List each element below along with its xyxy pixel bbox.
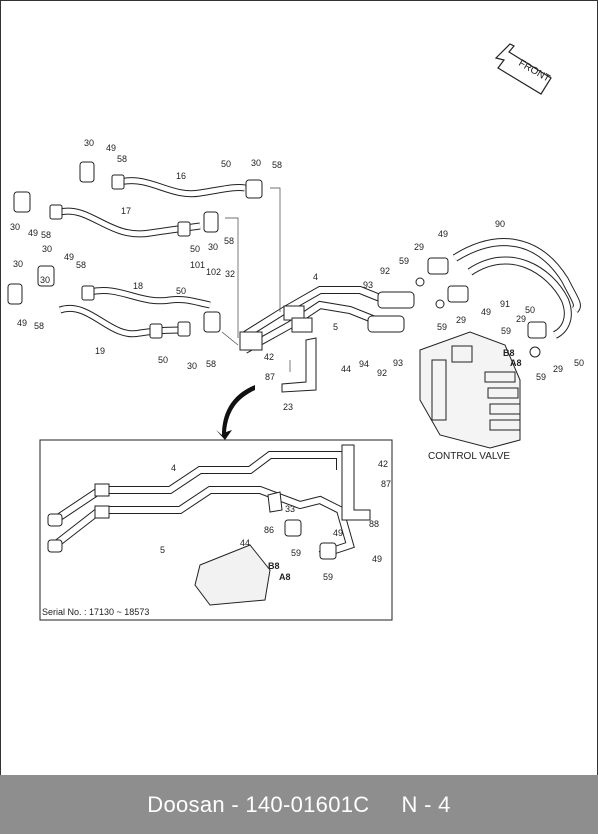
footer-bar: Doosan - 140-01601C N - 4 <box>0 775 598 834</box>
callout-5b: 5 <box>160 545 165 555</box>
callout-29b: 29 <box>456 315 466 325</box>
inset-pipes <box>52 451 355 559</box>
callout-90: 90 <box>495 219 505 229</box>
main-pipes-4-5 <box>242 286 387 354</box>
callout-87a: 87 <box>265 372 275 382</box>
callout-17: 17 <box>121 206 131 216</box>
callout-58e: 58 <box>76 260 86 270</box>
upper-hoses <box>58 177 246 338</box>
serial-number: Serial No. : 17130 ~ 18573 <box>42 607 149 617</box>
callout-49e: 49 <box>438 229 448 239</box>
callout-19: 19 <box>95 346 105 356</box>
callout-30b: 30 <box>251 158 261 168</box>
callout-59a: 59 <box>399 256 409 266</box>
callout-49d: 49 <box>17 318 27 328</box>
inset-parts <box>47 444 371 606</box>
callout-32: 32 <box>225 269 235 279</box>
callout-33: 33 <box>285 504 295 514</box>
control-valve-drawing <box>419 331 521 449</box>
callout-16: 16 <box>176 171 186 181</box>
callout-58g: 58 <box>206 359 216 369</box>
callout-18: 18 <box>133 281 143 291</box>
callout-A8a: A8 <box>510 358 522 368</box>
callout-92a: 92 <box>380 266 390 276</box>
callout-93a: 93 <box>363 280 373 290</box>
hydraulic-piping-diagram: FRONT <box>7 43 584 621</box>
flange-clamps <box>7 161 263 339</box>
callout-44b: 44 <box>240 538 250 548</box>
callout-42a: 42 <box>264 352 274 362</box>
callout-30f: 30 <box>42 244 52 254</box>
callout-59b: 59 <box>437 322 447 332</box>
control-valve-label: CONTROL VALVE <box>428 451 510 462</box>
leader-lines <box>221 187 291 372</box>
callout-44a: 44 <box>341 364 351 374</box>
callout-49g: 49 <box>333 528 343 538</box>
callout-59c: 59 <box>501 326 511 336</box>
callout-B8b: B8 <box>268 561 280 571</box>
callout-30g: 30 <box>40 275 50 285</box>
front-direction-arrow: FRONT <box>494 43 552 95</box>
hoses-90-91 <box>452 238 581 339</box>
callout-29c: 29 <box>516 314 526 324</box>
bracket-23 <box>281 337 317 393</box>
callout-58a: 58 <box>117 154 127 164</box>
callout-59f: 59 <box>323 572 333 582</box>
callout-4b: 4 <box>171 463 176 473</box>
callout-30c: 30 <box>10 222 20 232</box>
detail-arrow <box>216 385 255 440</box>
callout-30d: 30 <box>208 242 218 252</box>
callout-50e: 50 <box>525 305 535 315</box>
callout-50c: 50 <box>176 286 186 296</box>
callout-29a: 29 <box>414 242 424 252</box>
callout-91: 91 <box>500 299 510 309</box>
callout-50f: 50 <box>574 358 584 368</box>
callout-23: 23 <box>283 402 293 412</box>
callout-30h: 30 <box>187 361 197 371</box>
callout-87b: 87 <box>381 479 391 489</box>
callout-50b: 50 <box>190 244 200 254</box>
callout-4a: 4 <box>313 272 318 282</box>
callout-49a: 49 <box>106 143 116 153</box>
callout-86: 86 <box>264 525 274 535</box>
callout-42b: 42 <box>378 459 388 469</box>
callout-49f: 49 <box>481 307 491 317</box>
callout-29d: 29 <box>553 364 563 374</box>
callout-58f: 58 <box>34 321 44 331</box>
callout-B8a: B8 <box>503 348 515 358</box>
callout-101: 101 <box>190 260 205 270</box>
callout-5a: 5 <box>333 322 338 332</box>
callout-93b: 93 <box>393 358 403 368</box>
callout-50a: 50 <box>221 159 231 169</box>
footer-part-number: 140-01601C <box>245 791 370 817</box>
footer-page: N - 4 <box>401 791 451 817</box>
inset-detail-box <box>39 439 393 621</box>
callout-88: 88 <box>369 519 379 529</box>
callout-59e: 59 <box>291 548 301 558</box>
callout-92b: 92 <box>377 368 387 378</box>
callout-49c: 49 <box>64 252 74 262</box>
callout-58b: 58 <box>272 160 282 170</box>
callout-59d: 59 <box>536 372 546 382</box>
callout-A8b: A8 <box>279 572 291 582</box>
callout-30e: 30 <box>13 259 23 269</box>
right-flanges <box>415 257 547 358</box>
callout-102: 102 <box>206 267 221 277</box>
callout-50d: 50 <box>158 355 168 365</box>
callout-94: 94 <box>359 359 369 369</box>
callout-49b: 49 <box>28 228 38 238</box>
pipe-clamp-blocks <box>239 291 415 351</box>
callout-58c: 58 <box>41 230 51 240</box>
footer-brand: Doosan <box>147 791 225 817</box>
callout-30a: 30 <box>84 138 94 148</box>
callout-58d: 58 <box>224 236 234 246</box>
callout-49h: 49 <box>372 554 382 564</box>
